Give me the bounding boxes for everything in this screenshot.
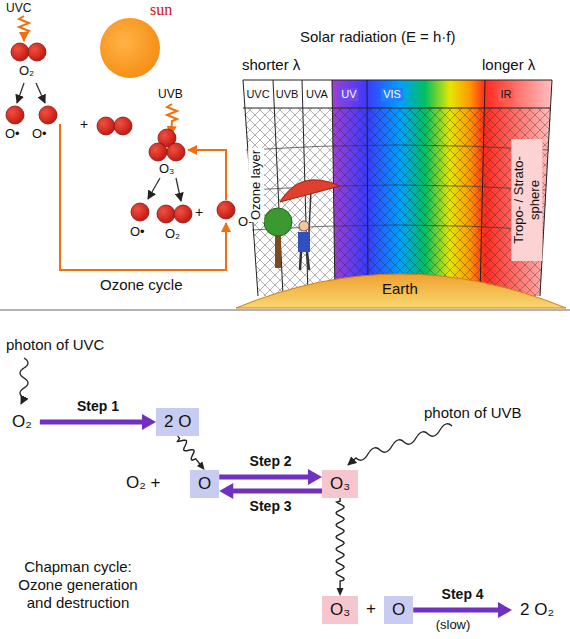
species-box: 2 O (156, 408, 199, 436)
sun-label: sun (150, 0, 172, 19)
arrow-head (498, 602, 512, 618)
arrow-head (219, 483, 233, 499)
plus-sign: + (195, 204, 203, 221)
band-label: UVC (246, 88, 269, 101)
atom-label: O• (130, 224, 145, 240)
arrow-head (197, 462, 205, 470)
atom-label: O• (32, 126, 47, 142)
band-label: UVB (276, 88, 299, 101)
band-label: UVB (158, 87, 183, 101)
photon-label: photon of UVB (424, 404, 522, 422)
species-box: O₃ (322, 596, 358, 624)
molecule-text: O₂ (4, 408, 40, 436)
molecule-label: O₂ (165, 226, 180, 242)
axis-label: shorter λ (242, 56, 300, 74)
node-text: O₂ (12, 411, 32, 433)
layer-label: Tropo- / Strato- sphere (511, 139, 542, 261)
axis-label: longer λ (482, 56, 535, 74)
rate-note: (slow) (436, 617, 471, 633)
atom-label: O• (5, 126, 20, 142)
node-text: O₃ (330, 599, 350, 621)
chart-title: Solar radiation (E = h·f) (300, 28, 456, 46)
divider-line (0, 310, 570, 311)
species-box: O (384, 596, 413, 624)
step-arrow (413, 608, 499, 613)
photon-label: photon of UVC (6, 336, 104, 354)
step-label: Step 3 (248, 498, 294, 514)
step-arrow (219, 475, 309, 480)
species-box: O₃ (322, 470, 358, 498)
molecule-text: 2 O₂ (512, 596, 562, 624)
band-label: IR (499, 88, 514, 101)
node-text: 2 O (164, 411, 191, 433)
molecule-label: O₂ + (126, 473, 160, 493)
node-text: 2 O₂ (520, 599, 554, 621)
band-label: VIS (381, 88, 403, 101)
caption-note: Chapman cycle: Ozone generation and dest… (8, 558, 148, 612)
earth-ground (236, 274, 566, 308)
spectrum-fan (243, 80, 552, 296)
plus-sign: + (366, 599, 376, 619)
ozone-cycle-loop (60, 124, 226, 270)
person-with-umbrella (280, 180, 340, 270)
molecule-label: O₂ (19, 63, 34, 79)
band-label: UV (339, 88, 358, 101)
step-arrow (232, 489, 322, 494)
node-text: O (392, 599, 405, 621)
arrow-head (337, 588, 344, 596)
arrow-head (142, 414, 156, 430)
reaction-arrows (17, 83, 181, 201)
cycle-title: Ozone cycle (100, 276, 183, 294)
photon-wave (20, 358, 452, 465)
band-label: UVA (306, 88, 328, 101)
molecule-label: O₃ (159, 161, 174, 177)
step-label: Step 2 (248, 453, 294, 469)
arrow-head (308, 469, 322, 485)
plus-sign: + (80, 116, 88, 133)
species-box: O (190, 470, 219, 498)
photon-zigzag (19, 16, 177, 135)
tree (264, 208, 292, 268)
layer-label: Ozone layer (248, 148, 264, 222)
step-label: Step 4 (440, 586, 486, 602)
photon-arrow (178, 436, 201, 464)
sun-disc (100, 18, 160, 78)
band-label: UVC (6, 1, 31, 15)
node-text: O₃ (330, 473, 350, 495)
step-arrow (40, 420, 143, 425)
photon-arrow (336, 498, 344, 588)
earth-label: Earth (382, 280, 418, 298)
node-text: O (198, 473, 211, 495)
step-label: Step 1 (75, 398, 121, 414)
oxygen-atoms (6, 43, 235, 223)
